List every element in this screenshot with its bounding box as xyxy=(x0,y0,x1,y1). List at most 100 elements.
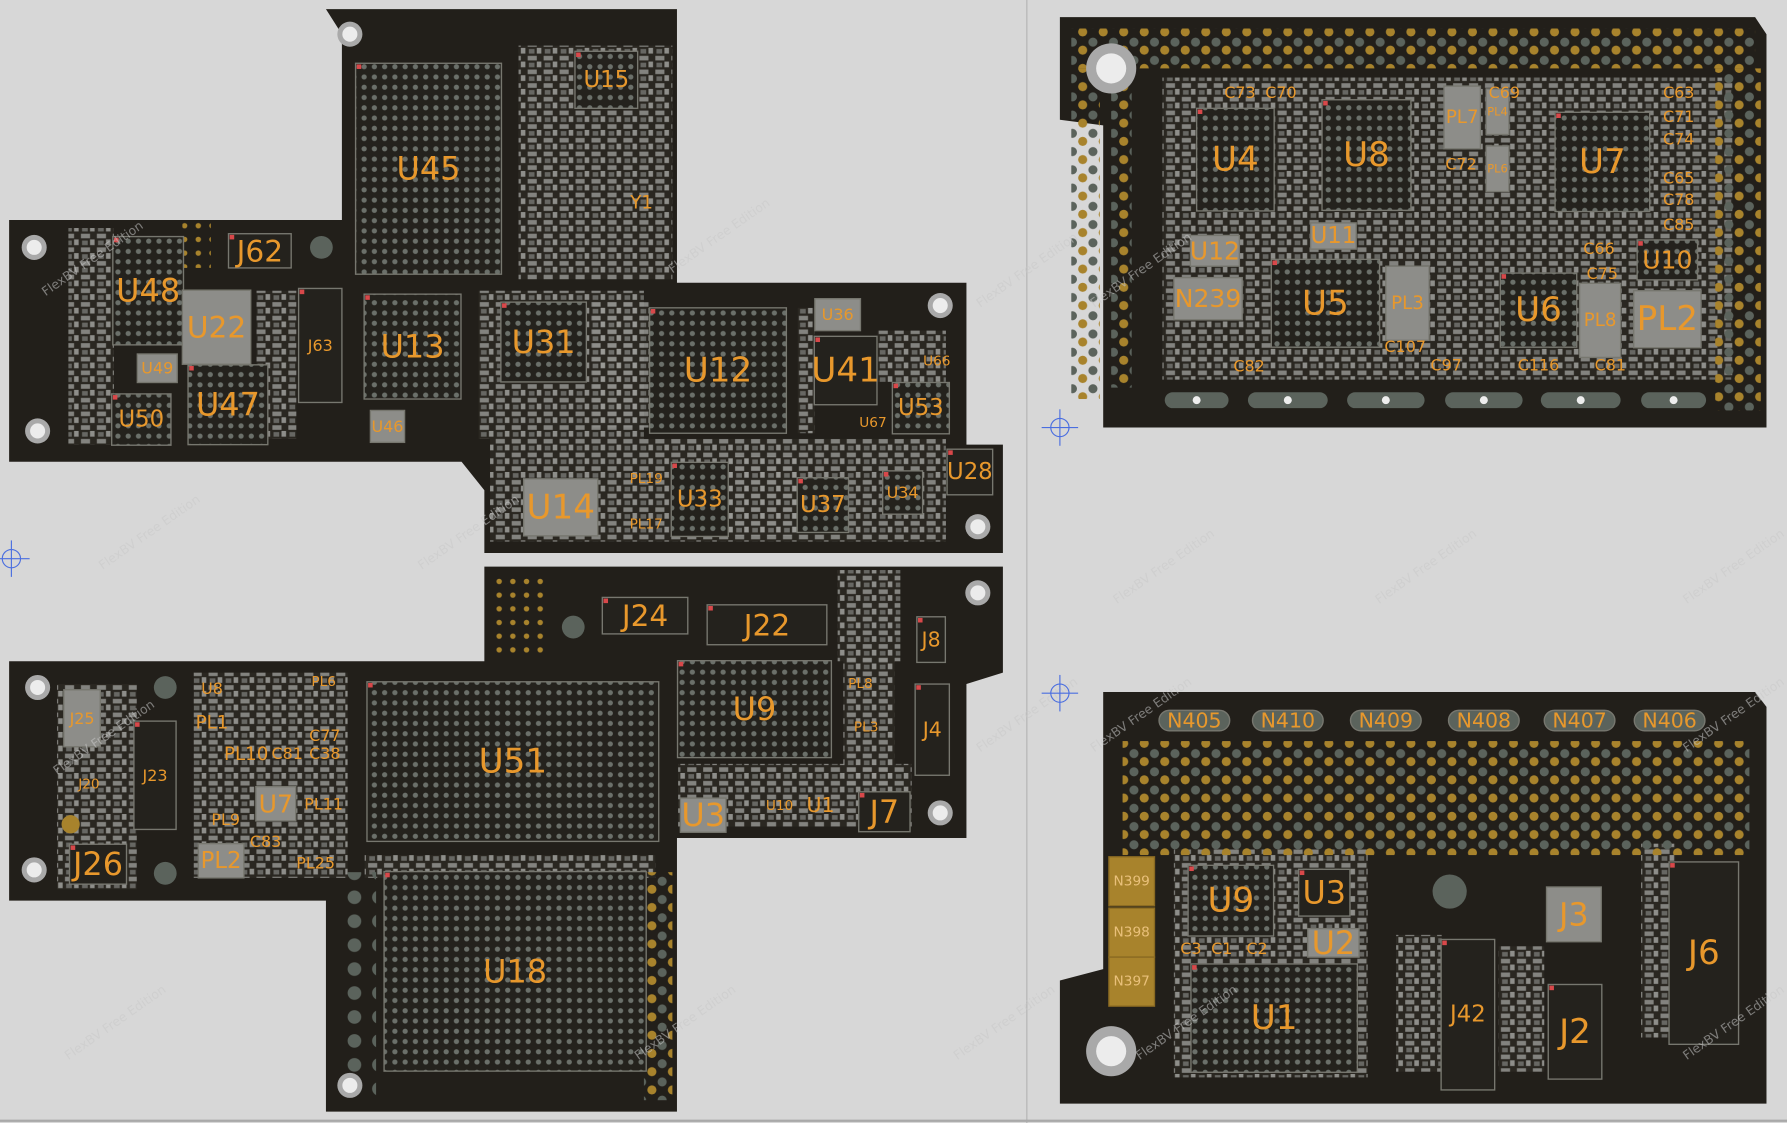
component-c1[interactable]: C1 xyxy=(1211,939,1232,958)
component-c75[interactable]: C75 xyxy=(1587,264,1618,283)
component-u45[interactable]: U45 xyxy=(354,62,503,275)
component-c3[interactable]: C3 xyxy=(1180,939,1201,958)
component-c81[interactable]: C81 xyxy=(271,744,302,763)
component-j42[interactable]: J42 xyxy=(1440,938,1496,1091)
component-n399[interactable]: N399 xyxy=(1108,856,1156,907)
component-c66[interactable]: C66 xyxy=(1583,239,1614,258)
component-c38[interactable]: C38 xyxy=(309,744,340,763)
component-j8[interactable]: J8 xyxy=(916,616,947,664)
component-c81[interactable]: C81 xyxy=(1595,355,1626,374)
component-pl8[interactable]: PL8 xyxy=(1578,282,1622,359)
component-u1[interactable]: U1 xyxy=(1190,963,1359,1073)
component-c97[interactable]: C97 xyxy=(1431,355,1462,374)
component-pl4[interactable]: PL4 xyxy=(1485,88,1510,136)
component-c72[interactable]: C72 xyxy=(1445,155,1476,174)
component-u34[interactable]: U34 xyxy=(881,470,924,515)
component-n406[interactable]: N406 xyxy=(1633,709,1706,733)
component-pl6[interactable]: PL6 xyxy=(1485,145,1510,193)
component-j26[interactable]: J26 xyxy=(68,843,128,885)
component-pl3[interactable]: PL3 xyxy=(1385,265,1430,342)
component-u9[interactable]: U9 xyxy=(1187,864,1275,937)
component-n405[interactable]: N405 xyxy=(1158,709,1231,733)
component-u46[interactable]: U46 xyxy=(369,409,406,444)
component-pl8[interactable]: PL8 xyxy=(848,676,873,692)
component-c116[interactable]: C116 xyxy=(1518,355,1560,374)
component-n407[interactable]: N407 xyxy=(1543,709,1616,733)
component-pl6[interactable]: PL6 xyxy=(311,674,336,690)
component-pl2[interactable]: PL2 xyxy=(1633,290,1702,349)
component-u12[interactable]: U12 xyxy=(648,307,788,434)
component-n398[interactable]: N398 xyxy=(1108,907,1156,958)
component-j7[interactable]: J7 xyxy=(858,791,911,833)
component-pl3[interactable]: PL3 xyxy=(854,719,879,735)
component-u2[interactable]: U2 xyxy=(1307,924,1360,962)
component-u37[interactable]: U37 xyxy=(796,477,850,534)
component-c70[interactable]: C70 xyxy=(1265,83,1296,102)
component-u48[interactable]: U48 xyxy=(112,235,185,346)
component-u3[interactable]: U3 xyxy=(1297,868,1351,917)
component-u49[interactable]: U49 xyxy=(136,353,178,384)
component-pl19[interactable]: PL19 xyxy=(630,471,663,487)
component-j4[interactable]: J4 xyxy=(914,683,951,776)
component-pl9[interactable]: PL9 xyxy=(211,810,240,829)
component-c63[interactable]: C63 xyxy=(1663,83,1694,102)
component-n239[interactable]: N239 xyxy=(1173,276,1243,321)
component-j63[interactable]: J63 xyxy=(297,287,343,404)
component-c73[interactable]: C73 xyxy=(1224,83,1255,102)
component-u36[interactable]: U36 xyxy=(814,298,862,332)
component-u13[interactable]: U13 xyxy=(363,293,462,400)
component-u33[interactable]: U33 xyxy=(670,461,729,538)
component-c107[interactable]: C107 xyxy=(1384,337,1426,356)
component-c77[interactable]: C77 xyxy=(309,726,340,745)
component-j20[interactable]: J20 xyxy=(77,776,99,792)
component-c65[interactable]: C65 xyxy=(1663,168,1694,187)
component-c82[interactable]: C82 xyxy=(1233,356,1264,375)
component-c78[interactable]: C78 xyxy=(1663,190,1694,209)
component-u28[interactable]: U28 xyxy=(946,448,994,496)
component-u66[interactable]: U66 xyxy=(923,353,950,369)
component-u11[interactable]: U11 xyxy=(1309,222,1357,250)
component-u51[interactable]: U51 xyxy=(366,681,660,843)
component-c85[interactable]: C85 xyxy=(1663,215,1694,234)
component-u7[interactable]: U7 xyxy=(1554,111,1651,213)
component-u14[interactable]: U14 xyxy=(522,478,599,537)
component-n397[interactable]: N397 xyxy=(1108,956,1156,1007)
component-u3[interactable]: U3 xyxy=(679,796,727,834)
component-u10[interactable]: U10 xyxy=(1636,239,1699,281)
component-u15[interactable]: U15 xyxy=(574,50,639,109)
component-j23[interactable]: J23 xyxy=(133,720,177,831)
component-u4[interactable]: U4 xyxy=(1195,107,1275,212)
component-j25[interactable]: J25 xyxy=(63,689,101,748)
component-c2[interactable]: C2 xyxy=(1246,939,1267,958)
component-pl7[interactable]: PL7 xyxy=(1443,85,1482,150)
component-j24[interactable]: J24 xyxy=(601,596,689,635)
component-u7[interactable]: U7 xyxy=(255,785,297,822)
component-u18[interactable]: U18 xyxy=(383,870,647,1072)
component-u8[interactable]: U8 xyxy=(1321,99,1412,212)
component-pl11[interactable]: PL11 xyxy=(304,794,343,813)
component-j3[interactable]: J3 xyxy=(1545,886,1602,943)
component-u12[interactable]: U12 xyxy=(1189,234,1241,267)
component-c69[interactable]: C69 xyxy=(1489,83,1520,102)
component-c74[interactable]: C74 xyxy=(1663,130,1694,149)
component-n408[interactable]: N408 xyxy=(1447,709,1520,733)
component-u1[interactable]: U1 xyxy=(807,793,835,817)
component-u6[interactable]: U6 xyxy=(1499,272,1578,348)
component-n409[interactable]: N409 xyxy=(1349,709,1422,733)
component-pl10[interactable]: PL10 xyxy=(224,744,268,765)
component-pl1[interactable]: PL1 xyxy=(196,712,229,733)
component-u22[interactable]: U22 xyxy=(181,289,252,365)
component-j6[interactable]: J6 xyxy=(1668,861,1740,1046)
component-u50[interactable]: U50 xyxy=(111,393,172,446)
component-u10[interactable]: U10 xyxy=(766,798,793,814)
component-u47[interactable]: U47 xyxy=(187,364,269,446)
component-y1[interactable]: Y1 xyxy=(629,192,653,213)
component-u8[interactable]: U8 xyxy=(201,679,223,698)
component-j22[interactable]: J22 xyxy=(706,604,828,646)
component-u67[interactable]: U67 xyxy=(859,415,886,431)
component-pl2[interactable]: PL2 xyxy=(197,842,245,879)
component-pl17[interactable]: PL17 xyxy=(630,516,663,532)
component-u41[interactable]: U41 xyxy=(811,335,880,406)
component-u53[interactable]: U53 xyxy=(891,381,951,435)
